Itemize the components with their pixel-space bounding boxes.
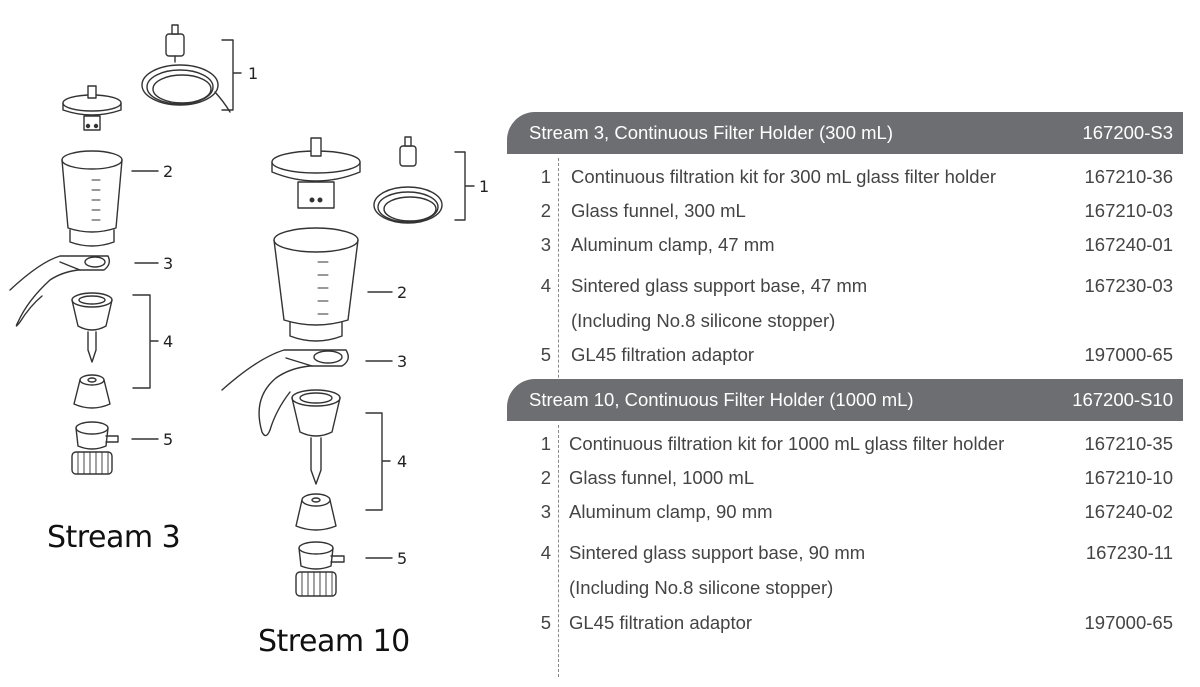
stream10-diagram <box>221 136 475 597</box>
stream10-glass-funnel-icon <box>273 227 359 342</box>
row-description: (Including No.8 silicone stopper) <box>569 577 834 598</box>
table-row: 3 Aluminum clamp, 47 mm 167240-01 <box>507 228 1183 262</box>
row-description: Glass funnel, 300 mL <box>571 200 746 221</box>
row-description: Sintered glass support base, 90 mm <box>569 542 866 563</box>
stream10-lid-icon <box>271 137 361 209</box>
stream10-bracket-4 <box>365 412 391 511</box>
table-row: 1 Continuous filtration kit for 300 mL g… <box>507 160 1183 194</box>
stream3-clamp-icon <box>9 255 111 327</box>
stream10-gl45-adaptor-icon <box>295 541 345 597</box>
row-number: 3 <box>540 501 551 522</box>
stream10-tubing-kit-icon <box>373 136 443 224</box>
stream3-gl45-adaptor-icon <box>71 421 119 475</box>
row-description: Sintered glass support base, 47 mm <box>571 275 868 296</box>
row-description: Continuous filtration kit for 300 mL gla… <box>571 166 997 187</box>
row-part-code: 167210-10 <box>1084 467 1173 488</box>
stream3-table-code: 167200-S3 <box>1082 122 1173 143</box>
stream3-glass-funnel-icon <box>61 150 123 247</box>
row-number: 2 <box>540 200 551 221</box>
stream3-lid-icon <box>62 85 122 131</box>
row-part-code: 167210-35 <box>1084 433 1173 454</box>
row-number: 3 <box>540 234 551 255</box>
stream3-bracket-1 <box>221 39 242 111</box>
row-number: 1 <box>540 166 551 187</box>
table-row: 2 Glass funnel, 300 mL 167210-03 <box>507 194 1183 228</box>
row-number: 2 <box>540 467 551 488</box>
table-row: 2 Glass funnel, 1000 mL 167210-10 <box>507 461 1183 495</box>
stream10-label: Stream 10 <box>258 624 410 659</box>
stream10-callout-2: 2 <box>397 283 408 302</box>
stream10-callout-3: 3 <box>397 352 408 371</box>
stream3-callout-3: 3 <box>163 254 174 273</box>
stream10-callout-4: 4 <box>397 452 408 471</box>
table-row: 5 GL45 filtration adaptor 197000-65 <box>507 338 1183 372</box>
row-part-code: 167230-11 <box>1085 542 1173 563</box>
table-row: 1 Continuous filtration kit for 1000 mL … <box>507 427 1183 461</box>
stream10-table-code: 167200-S10 <box>1072 389 1173 410</box>
stream3-parts-table: Stream 3, Continuous Filter Holder (300 … <box>507 112 1183 414</box>
stream3-callout-5: 5 <box>163 430 174 449</box>
table-row: 5 GL45 filtration adaptor 197000-65 <box>507 606 1183 640</box>
exploded-diagrams <box>9 24 475 597</box>
table-row: 4 Sintered glass support base, 90 mm 167… <box>507 536 1183 570</box>
stream10-parts-table: Stream 10, Continuous Filter Holder (100… <box>507 379 1183 681</box>
stream3-tubing-kit-icon <box>141 24 231 113</box>
stream10-callout-1: 1 <box>479 177 490 196</box>
stream10-table-title: Stream 10, Continuous Filter Holder (100… <box>529 389 914 410</box>
row-description: (Including No.8 silicone stopper) <box>571 310 836 331</box>
table-row-note: (Including No.8 silicone stopper) <box>507 571 1183 605</box>
row-description: Continuous filtration kit for 1000 mL gl… <box>569 433 1005 454</box>
stream3-bracket-4 <box>132 294 159 389</box>
row-description: GL45 filtration adaptor <box>571 344 755 365</box>
stream10-callout-5: 5 <box>397 549 408 568</box>
row-description: Aluminum clamp, 47 mm <box>571 234 775 255</box>
stream10-table-header: Stream 10, Continuous Filter Holder (100… <box>507 379 1183 421</box>
row-part-code: 167210-36 <box>1084 166 1173 187</box>
row-part-code: 167240-02 <box>1084 501 1173 522</box>
stream10-clamp-icon <box>221 349 349 437</box>
row-number: 5 <box>540 612 551 633</box>
row-part-code: 167210-03 <box>1084 200 1173 221</box>
stream3-support-base-icon <box>71 292 113 409</box>
stream3-diagram <box>9 24 242 475</box>
row-part-code: 167240-01 <box>1084 234 1173 255</box>
row-number: 4 <box>540 275 551 296</box>
row-part-code: 197000-65 <box>1084 344 1173 365</box>
row-description: GL45 filtration adaptor <box>569 612 753 633</box>
stream3-table-title: Stream 3, Continuous Filter Holder (300 … <box>529 122 893 143</box>
stream3-label: Stream 3 <box>47 520 181 555</box>
stream3-table-header: Stream 3, Continuous Filter Holder (300 … <box>507 112 1183 154</box>
table-row-note: (Including No.8 silicone stopper) <box>507 304 1183 338</box>
table-row: 3 Aluminum clamp, 90 mm 167240-02 <box>507 495 1183 529</box>
row-part-code: 167230-03 <box>1084 275 1173 296</box>
stream10-support-base-icon <box>291 389 341 531</box>
stream3-callout-4: 4 <box>163 332 174 351</box>
stream10-bracket-1 <box>454 151 475 221</box>
row-number: 5 <box>540 344 551 365</box>
row-description: Aluminum clamp, 90 mm <box>569 501 773 522</box>
row-description: Glass funnel, 1000 mL <box>569 467 755 488</box>
stream3-callout-2: 2 <box>163 162 174 181</box>
row-number: 4 <box>540 542 551 563</box>
row-number: 1 <box>540 433 551 454</box>
row-part-code: 197000-65 <box>1084 612 1173 633</box>
stream3-dashed-divider <box>558 158 559 408</box>
stream10-dashed-divider <box>558 425 559 677</box>
stream3-callout-1: 1 <box>248 64 259 83</box>
table-row: 4 Sintered glass support base, 47 mm 167… <box>507 269 1183 303</box>
